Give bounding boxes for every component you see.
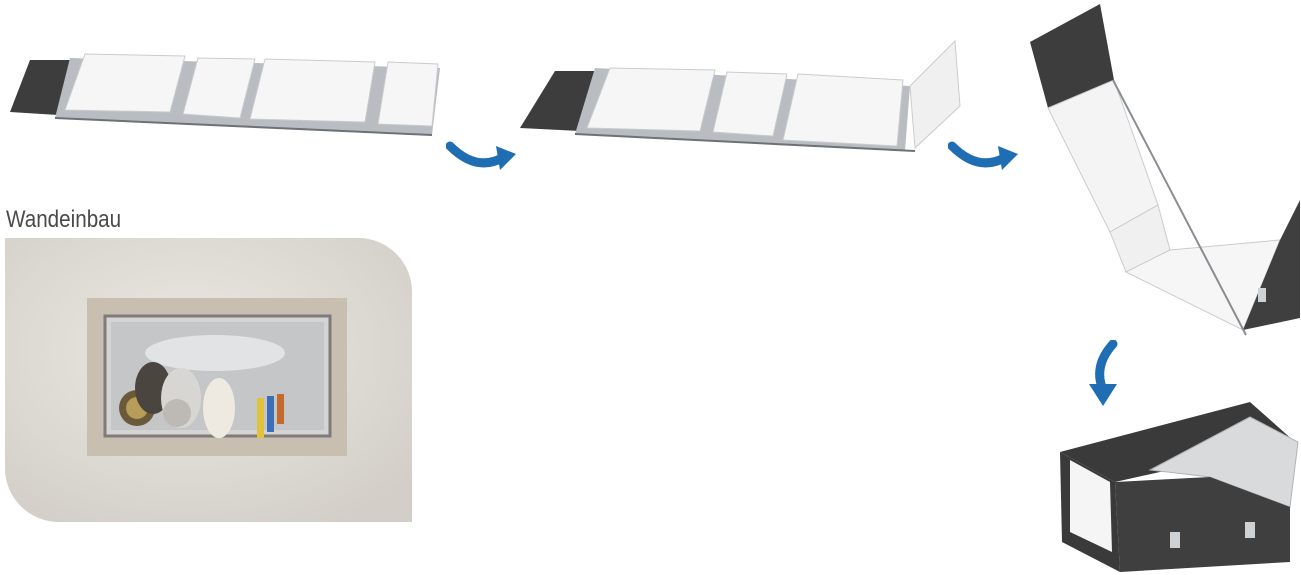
step-1-flat-strip: [0, 40, 450, 140]
step-2-partly-folded-strip: [515, 36, 965, 161]
caption-title: Wandeinbau: [6, 206, 121, 234]
arrow-1-icon: [446, 138, 518, 178]
arrow-2-icon: [948, 138, 1020, 178]
wall-installation-photo: [5, 238, 412, 522]
step-3-half-folded-strip: [1018, 0, 1301, 345]
step-4-assembled-duct: [1040, 382, 1301, 575]
